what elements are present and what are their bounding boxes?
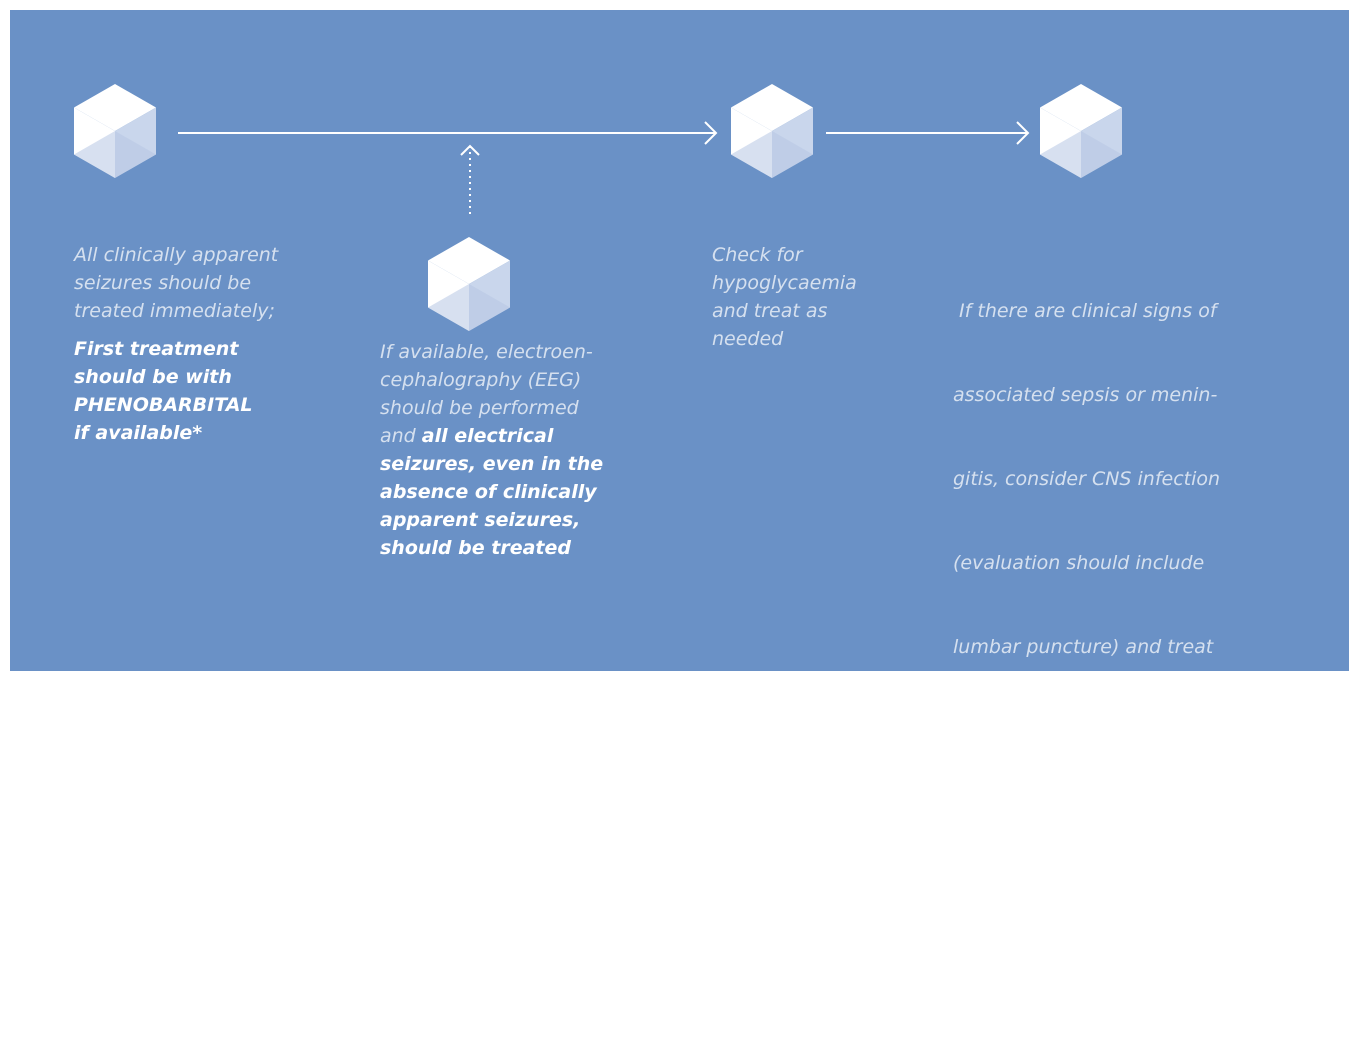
step-1-bold-line: PHENOBARBITAL <box>74 394 253 416</box>
step-3-line: hypoglycaemia <box>712 272 857 294</box>
step-1-bold-line: should be with <box>74 366 232 388</box>
step-4-line: gitis, consider CNS infection <box>953 468 1221 490</box>
step-1-bold-line: if available* <box>74 422 203 444</box>
step-4-line: empiric treatment if lumbar <box>953 888 1218 910</box>
step-2-line: should be performed <box>380 397 579 419</box>
step-4-line: If there are clinical signs of <box>953 300 1217 322</box>
step-2-mixed-line: and all electrical <box>380 422 670 450</box>
step-1-bold-line: First treatment <box>74 338 239 360</box>
step-2-bold-line: should be treated <box>380 537 571 559</box>
diagram-panel: All clinically apparent seizures should … <box>10 10 1349 994</box>
step-3-line: needed <box>712 328 784 350</box>
cube-icon <box>428 237 510 331</box>
step-3-text: Check for hypoglycaemia and treat as nee… <box>712 241 912 353</box>
cube-icon <box>731 84 813 178</box>
arrow-right-icon <box>826 121 1030 145</box>
step-4-line: associated sepsis or menin- <box>953 384 1218 406</box>
step-2-line: cephalography (EEG) <box>380 369 582 391</box>
step-4-text: If there are clinical signs of associate… <box>953 241 1283 1053</box>
step-2-line: If available, electroen- <box>380 341 593 363</box>
cube-icon <box>74 84 156 178</box>
step-4-line: puncture not feasible) <box>953 972 1164 994</box>
step-1-line: treated immediately; <box>74 300 275 322</box>
step-4-line: (evaluation should include <box>953 552 1205 574</box>
step-2-mixed-bold: all electrical <box>421 425 554 447</box>
step-4-line: bials as needed (consider <box>953 804 1197 826</box>
step-1-text: All clinically apparent seizures should … <box>74 241 344 447</box>
dotted-arrow-up-icon <box>460 144 480 218</box>
step-3-line: and treat as <box>712 300 828 322</box>
step-4-line: with appropriate antimicro- <box>953 720 1214 742</box>
step-3-line: Check for <box>712 244 803 266</box>
step-4-line: lumbar puncture) and treat <box>953 636 1214 658</box>
cube-icon <box>1040 84 1122 178</box>
step-2-text: If available, electroen- cephalography (… <box>380 338 670 562</box>
step-1-line: seizures should be <box>74 272 252 294</box>
step-2-bold-line: apparent seizures, <box>380 509 581 531</box>
step-2-bold-line: seizures, even in the <box>380 453 604 475</box>
step-2-bold-line: absence of clinically <box>380 481 597 503</box>
step-2-mixed-plain: and <box>380 425 422 447</box>
step-1-line: All clinically apparent <box>74 244 279 266</box>
arrow-right-icon <box>178 121 718 145</box>
